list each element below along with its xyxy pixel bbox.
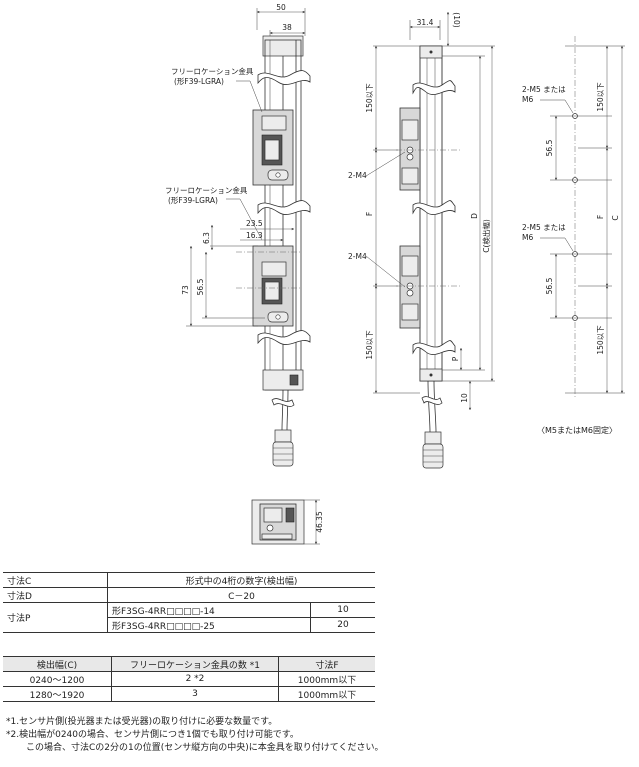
footnote-3: この場合、寸法Cの2分の1の位置(センサ縦方向の中央)に本金具を取り付けてくださ… xyxy=(26,743,384,753)
front-view: 31.4 (10) 2-M4 2-M4 xyxy=(348,11,495,469)
label-2m4-upper: 2-M4 xyxy=(348,171,367,180)
table-row: 形F3SG-4RR□□□□-25 20 xyxy=(3,617,375,633)
dim-label-10-top: (10) xyxy=(452,12,461,27)
dim-label-73: 73 xyxy=(181,285,190,295)
row-p-model-25: 形F3SG-4RR□□□□-25 xyxy=(107,617,311,633)
bracket-lower-label-line1: フリーロケーション金具 xyxy=(165,185,248,195)
header-detection-width: 検出幅(C) xyxy=(3,656,112,672)
break-mark xyxy=(257,70,311,85)
connector-front xyxy=(424,431,442,445)
row-p-model-14: 形F3SG-4RR□□□□-14 xyxy=(107,602,311,618)
table-row: 1280～1920 3 1000mm以下 xyxy=(3,686,375,702)
dim-label-d: D xyxy=(470,213,479,219)
dim-label-150-bottom-mount: 150以下 xyxy=(596,325,605,355)
dim-label-p: P xyxy=(451,356,460,361)
footnote-1: *1.センサ片側(投光器または受光器)の取り付けに必要な数量です。 xyxy=(6,717,278,727)
label-2m5-lower-line1: 2-M5 または xyxy=(522,223,566,232)
dim-label-f-mount: F xyxy=(596,215,605,219)
connector-side xyxy=(274,429,292,443)
bracket-upper-label-line1: フリーロケーション金具 xyxy=(171,66,254,76)
row-c-label: 寸法C xyxy=(3,572,108,588)
bracket-count-table: 検出幅(C) フリーロケーション金具の数 *1 寸法F 0240～1200 2 … xyxy=(3,656,375,702)
row-p-value-14: 10 xyxy=(310,602,375,618)
mount-hole-view: 2-M5 または M6 2-M5 または M6 56.5 56.5 150以下 … xyxy=(522,36,625,435)
dim-label-150-top-mount: 150以下 xyxy=(596,82,605,112)
dim-label-c: C(検出幅) xyxy=(481,219,491,253)
row-d-value: C－20 xyxy=(107,587,375,603)
cell-count: 3 xyxy=(111,686,279,702)
dimension-table: 寸法C 形式中の4桁の数字(検出幅) 寸法D C－20 寸法P 形F3SG-4R… xyxy=(3,572,375,633)
label-2m5-upper-line1: 2-M5 または xyxy=(522,85,566,94)
table-header-row: 検出幅(C) フリーロケーション金具の数 *1 寸法F xyxy=(3,656,375,672)
dim-label-16-3: 16.3 xyxy=(246,231,263,240)
cell-width: 0240～1200 xyxy=(3,671,112,687)
bracket-lower-label-line2: (形F39-LGRA) xyxy=(168,196,218,205)
table-row: 寸法D C－20 xyxy=(3,587,375,603)
label-2m5-upper-line2: M6 xyxy=(522,95,533,104)
dim-label-56-5-lower: 56.5 xyxy=(545,277,554,294)
dim-label-6-3: 6.3 xyxy=(202,232,211,244)
bracket-upper-label-line2: (形F39-LGRA) xyxy=(174,77,224,86)
row-p-label: 寸法P xyxy=(3,602,108,633)
label-2m5-lower-line2: M6 xyxy=(522,233,533,242)
dim-label-f: F xyxy=(365,212,374,216)
dim-label-31-4: 31.4 xyxy=(417,18,434,27)
table-row: 寸法P 形F3SG-4RR□□□□-14 10 xyxy=(3,602,375,633)
dim-label-56-5: 56.5 xyxy=(196,278,205,295)
table-row: 寸法C 形式中の4桁の数字(検出幅) xyxy=(3,572,375,588)
dim-label-46-35: 46.35 xyxy=(315,511,324,533)
row-d-label: 寸法D xyxy=(3,587,108,603)
dim-label-38: 38 xyxy=(282,23,292,32)
header-bracket-count: フリーロケーション金具の数 *1 xyxy=(111,656,279,672)
dim-label-50: 50 xyxy=(276,3,286,12)
table-row: 0240～1200 2 *2 1000mm以下 xyxy=(3,671,375,687)
dim-label-c-mount: C xyxy=(611,215,620,220)
dim-label-150-top: 150以下 xyxy=(365,83,374,113)
footnote-2: *2.検出幅が0240の場合、センサ片側につき1個でも取り付け可能です。 xyxy=(6,730,299,740)
dim-label-10-bottom: 10 xyxy=(460,393,469,403)
row-c-value: 形式中の4桁の数字(検出幅) xyxy=(107,572,375,588)
header-dimension-f: 寸法F xyxy=(278,656,375,672)
top-view: 46.35 xyxy=(251,499,324,545)
dim-label-150-bottom: 150以下 xyxy=(365,330,374,360)
row-p-value-25: 20 xyxy=(310,617,375,633)
cell-width: 1280～1920 xyxy=(3,686,112,702)
cell-f: 1000mm以下 xyxy=(278,671,375,687)
dim-label-56-5-upper: 56.5 xyxy=(545,139,554,156)
mount-caption: 〈M5またはM6固定〉 xyxy=(537,425,617,435)
label-2m4-lower: 2-M4 xyxy=(348,252,367,261)
dim-label-23-5: 23.5 xyxy=(246,219,263,228)
side-view: 50 38 フリーロケーション金具 (形F39-LGRA) フリーロケーション金… xyxy=(165,3,311,467)
sensor-top-cap xyxy=(262,35,304,57)
cell-f: 1000mm以下 xyxy=(278,686,375,702)
cell-count: 2 *2 xyxy=(111,671,279,687)
